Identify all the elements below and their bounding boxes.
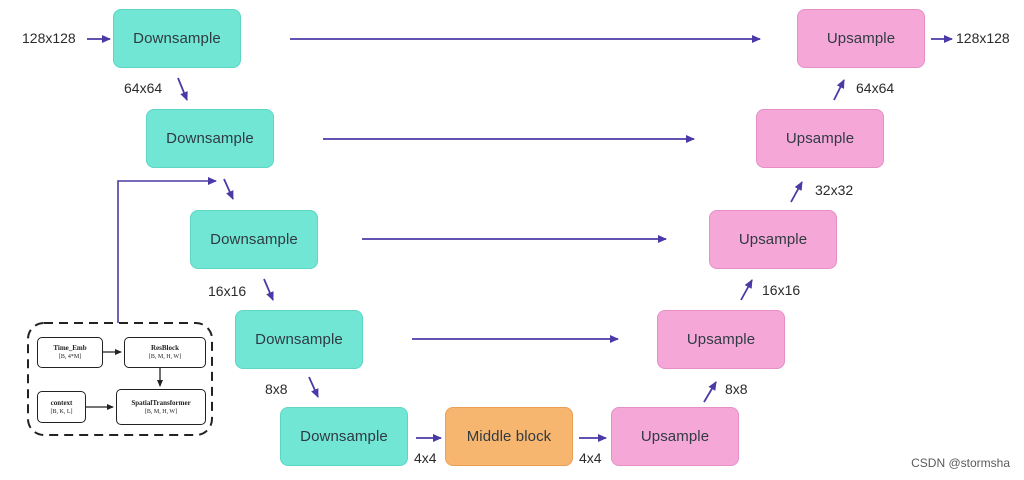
resblock-shape: [B, M, H, W] [148,354,182,360]
conditioning-injection-arrow [117,177,217,323]
downsample-block-1: Downsample [113,9,241,68]
upsample-block-5: Upsample [797,9,925,68]
downsample-block-3: Downsample [190,210,318,269]
output-resolution-label: 128x128 [956,30,1010,46]
resolution-label-16-down: 16x16 [208,283,247,299]
resblock-title: ResBlock [151,344,179,352]
input-resolution-label: 128x128 [22,30,76,46]
downsample-block-5: Downsample [280,407,408,466]
spatial-transformer-shape: [B, M, H, W] [144,408,178,415]
upsample-block-3: Upsample [709,210,837,269]
context-block: context [B, K, L] [37,391,86,423]
upsample-block-1: Upsample [611,407,739,466]
resolution-label-64-down: 64x64 [124,80,163,96]
down-arrow-2 [223,178,234,200]
downsample-block-4: Downsample [235,310,363,369]
time-emb-block: Time_Emb [B, 4*M] [37,337,103,368]
conditioning-dashed-box [27,322,213,436]
upsample-block-4: Upsample [756,109,884,168]
context-title: context [50,398,73,407]
up-arrow-3 [790,181,803,203]
context-shape: [B, K, L] [50,408,73,415]
down-arrow-1 [177,77,188,101]
resolution-label-16-up: 16x16 [762,282,801,298]
down-arrow-4 [308,376,319,398]
resolution-label-32-up: 32x32 [815,182,854,198]
down-arrow-3 [263,278,274,301]
resolution-label-4-to-middle: 4x4 [414,450,437,466]
resblock-block: ResBlock [B, M, H, W] [124,337,206,368]
spatial-transformer-title: SpatialTransformer [131,398,191,407]
up-arrow-1 [703,381,717,403]
downsample-block-2: Downsample [146,109,274,168]
resolution-label-4-from-middle: 4x4 [579,450,602,466]
up-arrow-2 [740,279,753,301]
resolution-label-64-up: 64x64 [856,80,895,96]
up-arrow-4 [833,79,845,101]
resolution-label-8-up: 8x8 [725,381,748,397]
time-emb-title: Time_Emb [53,344,87,352]
watermark: CSDN @stormsha [911,456,1010,470]
middle-block: Middle block [445,407,573,466]
resolution-label-8-down: 8x8 [265,381,288,397]
spatial-transformer-block: SpatialTransformer [B, M, H, W] [116,389,206,425]
time-emb-shape: [B, 4*M] [58,354,82,360]
upsample-block-2: Upsample [657,310,785,369]
